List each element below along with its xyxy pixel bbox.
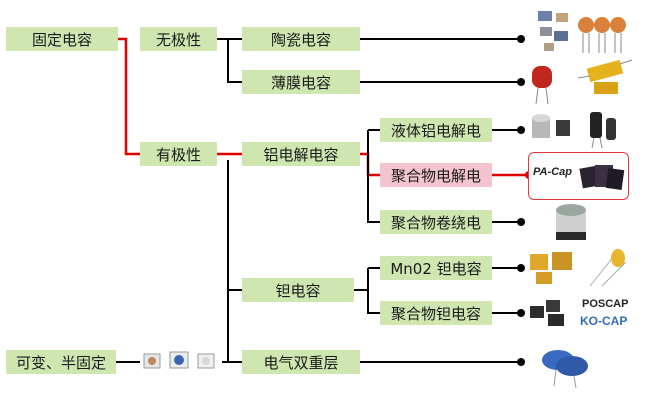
node-polar: 有极性 [140,142,217,166]
pa-cap-product-image [579,165,625,191]
tantalum-chips-image [530,249,627,287]
endpoint-dot [517,309,525,317]
endpoint-dot [517,35,525,43]
endpoint-dot [517,264,525,272]
node-aluminum-electrolytic: 铝电解电容 [242,142,360,166]
node-mno2-tantalum: Mn02 钽电容 [380,256,492,280]
ko-cap-logo: KO-CAP [580,314,628,328]
node-fixed-capacitor: 固定电容 [6,27,118,51]
endpoint-dot [517,358,525,366]
node-polymer-electrolytic: 聚合物电解电 [380,163,492,187]
highlight-path-3 [360,152,380,177]
node-polymer-tantalum: 聚合物钽电容 [380,301,492,325]
highlight-path [118,37,140,156]
node-ceramic: 陶瓷电容 [242,27,360,51]
poscap-logo: POSCAP [582,298,629,310]
pa-cap-logo: PA-Cap [533,166,572,178]
aluminum-capacitors-image [532,112,616,149]
node-polymer-wound: 聚合物卷绕电 [380,210,492,234]
polymer-tantalum-image [530,300,564,326]
pa-cap-panel: PA-Cap [528,152,629,200]
edlc-coin-cells-image [542,350,588,389]
endpoint-dot [517,218,525,226]
node-tantalum: 钽电容 [242,278,354,302]
polymer-wound-image [556,204,586,240]
ceramic-chips-image [538,11,626,53]
node-variable-semi-fixed: 可变、半固定 [6,350,116,374]
node-liquid-aluminum: 液体铝电解电 [380,118,492,142]
endpoint-dot [517,78,525,86]
film-capacitors-image [532,59,633,105]
node-non-polar: 无极性 [140,27,217,51]
node-edlc: 电气双重层 [242,350,360,374]
endpoint-dot [517,126,525,134]
trimmer-capacitors-image [143,351,215,369]
node-film: 薄膜电容 [242,70,360,94]
